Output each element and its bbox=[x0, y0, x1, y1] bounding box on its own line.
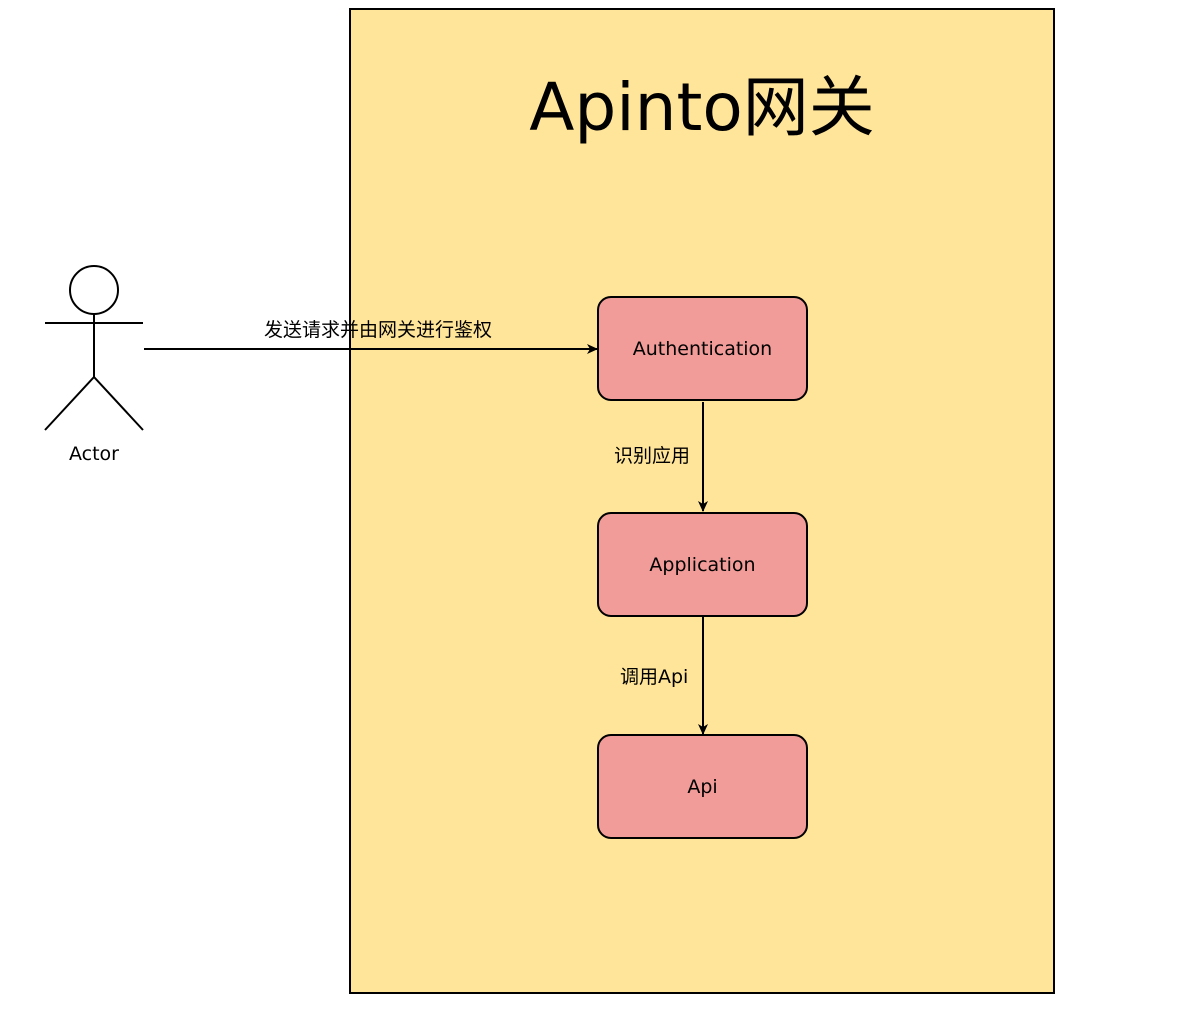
api-node[interactable]: Api bbox=[597, 734, 808, 839]
application-node[interactable]: Application bbox=[597, 512, 808, 617]
identify-edge-label: 识别应用 bbox=[614, 444, 691, 468]
request-edge-label: 发送请求并由网关进行鉴权 bbox=[264, 319, 493, 341]
api-node-label: Api bbox=[687, 775, 718, 798]
authentication-node[interactable]: Authentication bbox=[597, 296, 808, 401]
gateway-title: Apinto网关 bbox=[529, 69, 875, 146]
actor-right-leg bbox=[93, 376, 144, 431]
actor-head bbox=[69, 265, 119, 315]
actor-label: Actor bbox=[69, 443, 119, 465]
call-api-edge-label: 调用Api bbox=[620, 665, 689, 689]
application-node-label: Application bbox=[649, 553, 756, 576]
actor-left-leg bbox=[44, 376, 95, 431]
actor-figure bbox=[44, 265, 144, 431]
authentication-node-label: Authentication bbox=[632, 337, 773, 360]
